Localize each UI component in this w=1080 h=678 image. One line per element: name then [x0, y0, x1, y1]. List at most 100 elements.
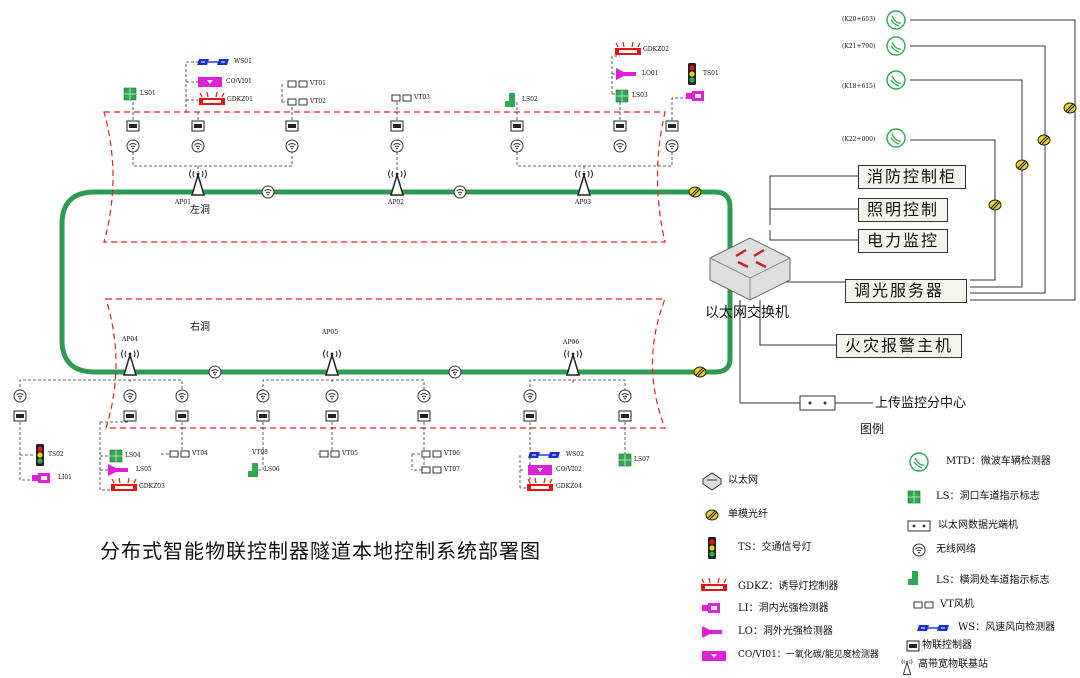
mtd-icon: [886, 10, 906, 30]
tunnel-right-outline: [105, 298, 666, 429]
fire-control-cabinet: 消防控制柜: [858, 165, 967, 189]
ethernet-ring: [59, 189, 733, 375]
gdkz-icon: [198, 91, 226, 106]
fiber-icon: [688, 186, 702, 198]
ls-icon: [618, 453, 632, 467]
label-ls01: LS01: [140, 90, 156, 97]
legend-title: 图例: [860, 422, 885, 436]
label-ts02: TS02: [48, 451, 64, 458]
fiber-icon: [1037, 134, 1051, 146]
mtd-icon: [886, 128, 906, 148]
label-vt04: VT04: [192, 450, 208, 457]
ls2-icon: [505, 93, 515, 107]
legend-lo: LO：洞外光强检测器: [738, 626, 833, 637]
label-vt08: VT08: [252, 449, 268, 456]
ls2-icon: [248, 463, 258, 477]
fire-alarm-host: 火灾报警主机: [836, 334, 963, 358]
legend-ts: TS：交通信号灯: [738, 542, 812, 553]
covi-icon: [528, 465, 552, 475]
legend-vt: VT风机: [940, 599, 974, 610]
ls-icon: [123, 87, 137, 101]
label-vt01: VT01: [310, 80, 326, 87]
label-vt03: VT03: [414, 94, 430, 101]
tunnel-right-label: 右洞: [190, 322, 210, 333]
switch-links: [739, 175, 873, 404]
gdkz-icon: [110, 477, 138, 492]
bottom-wireless-links: [19, 379, 626, 392]
mtd-stake-4: (K22+000): [842, 136, 876, 143]
ts-icon: [688, 63, 696, 85]
top-wireless-links: [132, 152, 673, 172]
label-ls02: LS02: [522, 96, 538, 103]
ws-icon: [527, 451, 561, 459]
top-controllers: [126, 120, 679, 153]
label-ap03: AP03: [575, 199, 592, 206]
eth-data-box: [799, 395, 836, 411]
vt-icon: [421, 466, 442, 474]
legend-ap: 高带宽物联基站: [918, 659, 988, 670]
mtd-icon: [886, 70, 906, 90]
label-gdkz03: GDKZ03: [139, 483, 165, 490]
legend-gdkz: GDKZ：诱导灯控制器: [738, 581, 839, 592]
legend-ls2: LS：横洞处车道指示标志: [936, 575, 1050, 586]
legend-ethernet: 以太网: [728, 475, 758, 486]
label-ws01: WS01: [234, 58, 252, 65]
label-ls03: LS03: [632, 92, 648, 99]
gdkz-icon: [526, 477, 554, 492]
label-ws02: WS02: [566, 451, 584, 458]
label-vt07: VT07: [444, 466, 460, 473]
legend-eth-data: 以太网数据光端机: [938, 520, 1018, 531]
label-gdkz01: GDKZ01: [227, 96, 253, 103]
label-lo01: LO01: [642, 70, 659, 77]
mtd-stake-2: (K21+790): [842, 43, 876, 50]
legend-covi: CO/VI01：一氧化碳/能见度检测器: [738, 650, 879, 660]
vt-icon: [287, 80, 308, 88]
fiber-icon: [1015, 159, 1029, 171]
tunnel-left-label: 左洞: [190, 205, 210, 216]
li-icon: [686, 91, 704, 101]
fiber-icon: [988, 199, 1002, 211]
lo-icon: [108, 464, 128, 476]
ls-icon: [109, 449, 123, 463]
legend-ws: WS：风速风向检测器: [958, 622, 1056, 633]
legend-mtd: MTD：微波车辆检测器: [946, 456, 1051, 467]
label-ls07: LS07: [634, 456, 650, 463]
lo-icon: [616, 68, 636, 80]
upload-label: 上传监控分中心: [875, 396, 967, 411]
gdkz-icon: [614, 41, 642, 56]
legend-icons: [700, 452, 950, 675]
label-ap02: AP02: [388, 199, 405, 206]
ethernet-switch-icon: [709, 237, 791, 301]
label-covi02: CO/VI02: [556, 466, 582, 473]
vt-icon: [287, 98, 308, 106]
label-ap05: AP05: [322, 329, 339, 336]
wifi-icon: [453, 185, 467, 199]
label-vt06: VT06: [444, 450, 460, 457]
power-monitoring: 电力监控: [858, 229, 949, 253]
fiber-icon: [1063, 102, 1077, 114]
label-ap01: AP01: [175, 199, 192, 206]
legend-wifi: 无线网络: [936, 544, 976, 555]
label-vt02: VT02: [310, 98, 326, 105]
dimming-server: 调光服务器: [845, 279, 967, 303]
label-gdkz02: GDKZ02: [643, 46, 669, 53]
fiber-links: [910, 19, 1076, 301]
label-ap04: AP04: [122, 336, 139, 343]
ls-icon: [615, 89, 629, 103]
wifi-icon: [448, 365, 462, 379]
label-vt05: VT05: [342, 450, 358, 457]
legend-fiber: 单模光纤: [728, 509, 768, 520]
label-ts01: TS01: [703, 70, 719, 77]
diagram-title: 分布式智能物联控制器隧道本地控制系统部署图: [100, 539, 541, 563]
vt-icon: [319, 450, 340, 458]
lighting-control: 照明控制: [858, 198, 949, 222]
label-covi01: CO/VI01: [226, 78, 252, 85]
ws-icon: [196, 58, 230, 66]
legend-iot: 物联控制器: [922, 640, 972, 651]
tunnel-left-outline: [103, 111, 666, 243]
wifi-icon: [261, 185, 275, 199]
label-ap06: AP06: [563, 339, 580, 346]
vt-icon: [421, 450, 442, 458]
ts-icon: [36, 444, 44, 466]
